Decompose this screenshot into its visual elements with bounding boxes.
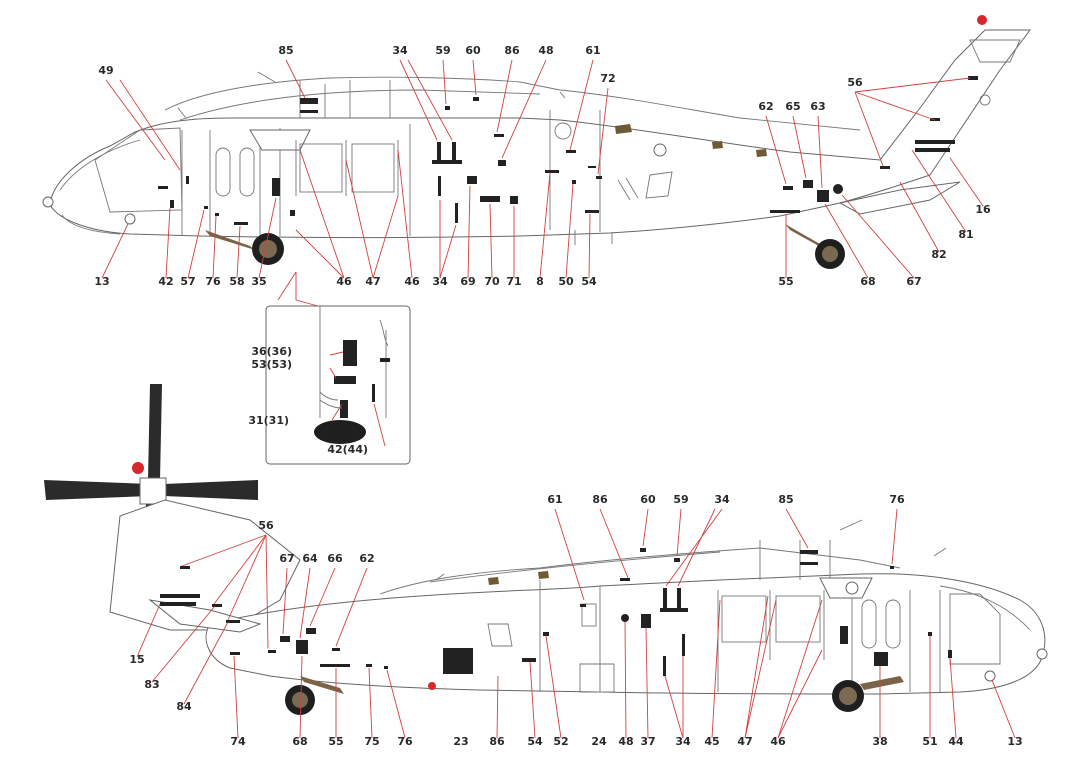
callout-bottom: 24 [591, 735, 607, 748]
callout-bottom: 54 [527, 735, 543, 748]
callout-top: 76 [205, 275, 221, 288]
callout-top: 72 [600, 72, 615, 85]
callout-bottom: 59 [673, 493, 688, 506]
callout-top: 47 [365, 275, 380, 288]
callout-top: 85 [278, 44, 293, 57]
callout-bottom: 76 [889, 493, 905, 506]
callout-top: 68 [860, 275, 875, 288]
callout-top: 67 [906, 275, 921, 288]
callout-bottom: 34 [675, 735, 691, 748]
callout-bottom: 38 [872, 735, 887, 748]
callout-top: 81 [958, 228, 973, 241]
bottom-leader-lines [136, 508, 1016, 739]
callout-top: 69 [460, 275, 475, 288]
callout-bottom: 68 [292, 735, 307, 748]
callout-top: 82 [931, 248, 946, 261]
top-leader-lines [101, 59, 984, 279]
callout-bottom: 15 [129, 653, 144, 666]
callout-bottom: 56 [258, 519, 274, 532]
callout-top: 8 [536, 275, 544, 288]
callout-top: 56 [847, 76, 863, 89]
callout-bottom: 86 [592, 493, 608, 506]
callout-bottom: 23 [453, 735, 468, 748]
callout-top: 34 [392, 44, 408, 57]
callout-top: 46 [336, 275, 352, 288]
callout-bottom: 47 [737, 735, 752, 748]
detail-label: 53(53) [251, 358, 292, 371]
callout-top: 55 [778, 275, 793, 288]
callout-bottom: 76 [397, 735, 413, 748]
callout-top: 62 [758, 100, 773, 113]
callout-bottom: 48 [618, 735, 633, 748]
callout-bottom: 44 [948, 735, 964, 748]
top-helicopter [42, 15, 1031, 269]
detail-label: 31(31) [248, 414, 289, 427]
detail-label: 36(36) [251, 345, 292, 358]
callout-bottom: 45 [704, 735, 719, 748]
callout-bottom: 74 [230, 735, 246, 748]
callout-bottom: 75 [364, 735, 379, 748]
callout-bottom: 46 [770, 735, 786, 748]
callout-top: 48 [538, 44, 553, 57]
detail-inset [265, 271, 411, 465]
callout-top: 58 [229, 275, 244, 288]
callout-top: 16 [975, 203, 991, 216]
callout-top: 57 [180, 275, 195, 288]
callout-top: 70 [484, 275, 500, 288]
callout-bottom: 37 [640, 735, 655, 748]
callout-bottom: 67 [279, 552, 294, 565]
callout-top: 46 [404, 275, 420, 288]
callout-top: 65 [785, 100, 800, 113]
callout-top: 54 [581, 275, 597, 288]
callout-bottom: 60 [640, 493, 656, 506]
detail-label: 42(44) [327, 443, 368, 456]
callout-bottom: 86 [489, 735, 505, 748]
callout-bottom: 83 [144, 678, 159, 691]
callout-bottom: 64 [302, 552, 318, 565]
callout-bottom: 52 [553, 735, 568, 748]
callout-bottom: 66 [327, 552, 343, 565]
callout-top: 61 [585, 44, 600, 57]
callout-bottom: 62 [359, 552, 374, 565]
callout-bottom: 61 [547, 493, 562, 506]
callout-top: 13 [94, 275, 109, 288]
callout-bottom: 51 [922, 735, 937, 748]
callout-top: 49 [98, 64, 113, 77]
callout-top: 86 [504, 44, 520, 57]
callout-top: 60 [465, 44, 481, 57]
callout-top: 35 [251, 275, 266, 288]
callout-bottom: 84 [176, 700, 192, 713]
callout-top: 71 [506, 275, 521, 288]
bottom-helicopter [44, 384, 1048, 715]
callout-bottom: 85 [778, 493, 793, 506]
callout-bottom: 34 [714, 493, 730, 506]
callout-top: 63 [810, 100, 825, 113]
callout-top: 50 [558, 275, 574, 288]
callout-bottom: 13 [1007, 735, 1022, 748]
callout-top: 42 [158, 275, 173, 288]
callout-top: 34 [432, 275, 448, 288]
callout-top: 59 [435, 44, 450, 57]
callout-bottom: 55 [328, 735, 343, 748]
